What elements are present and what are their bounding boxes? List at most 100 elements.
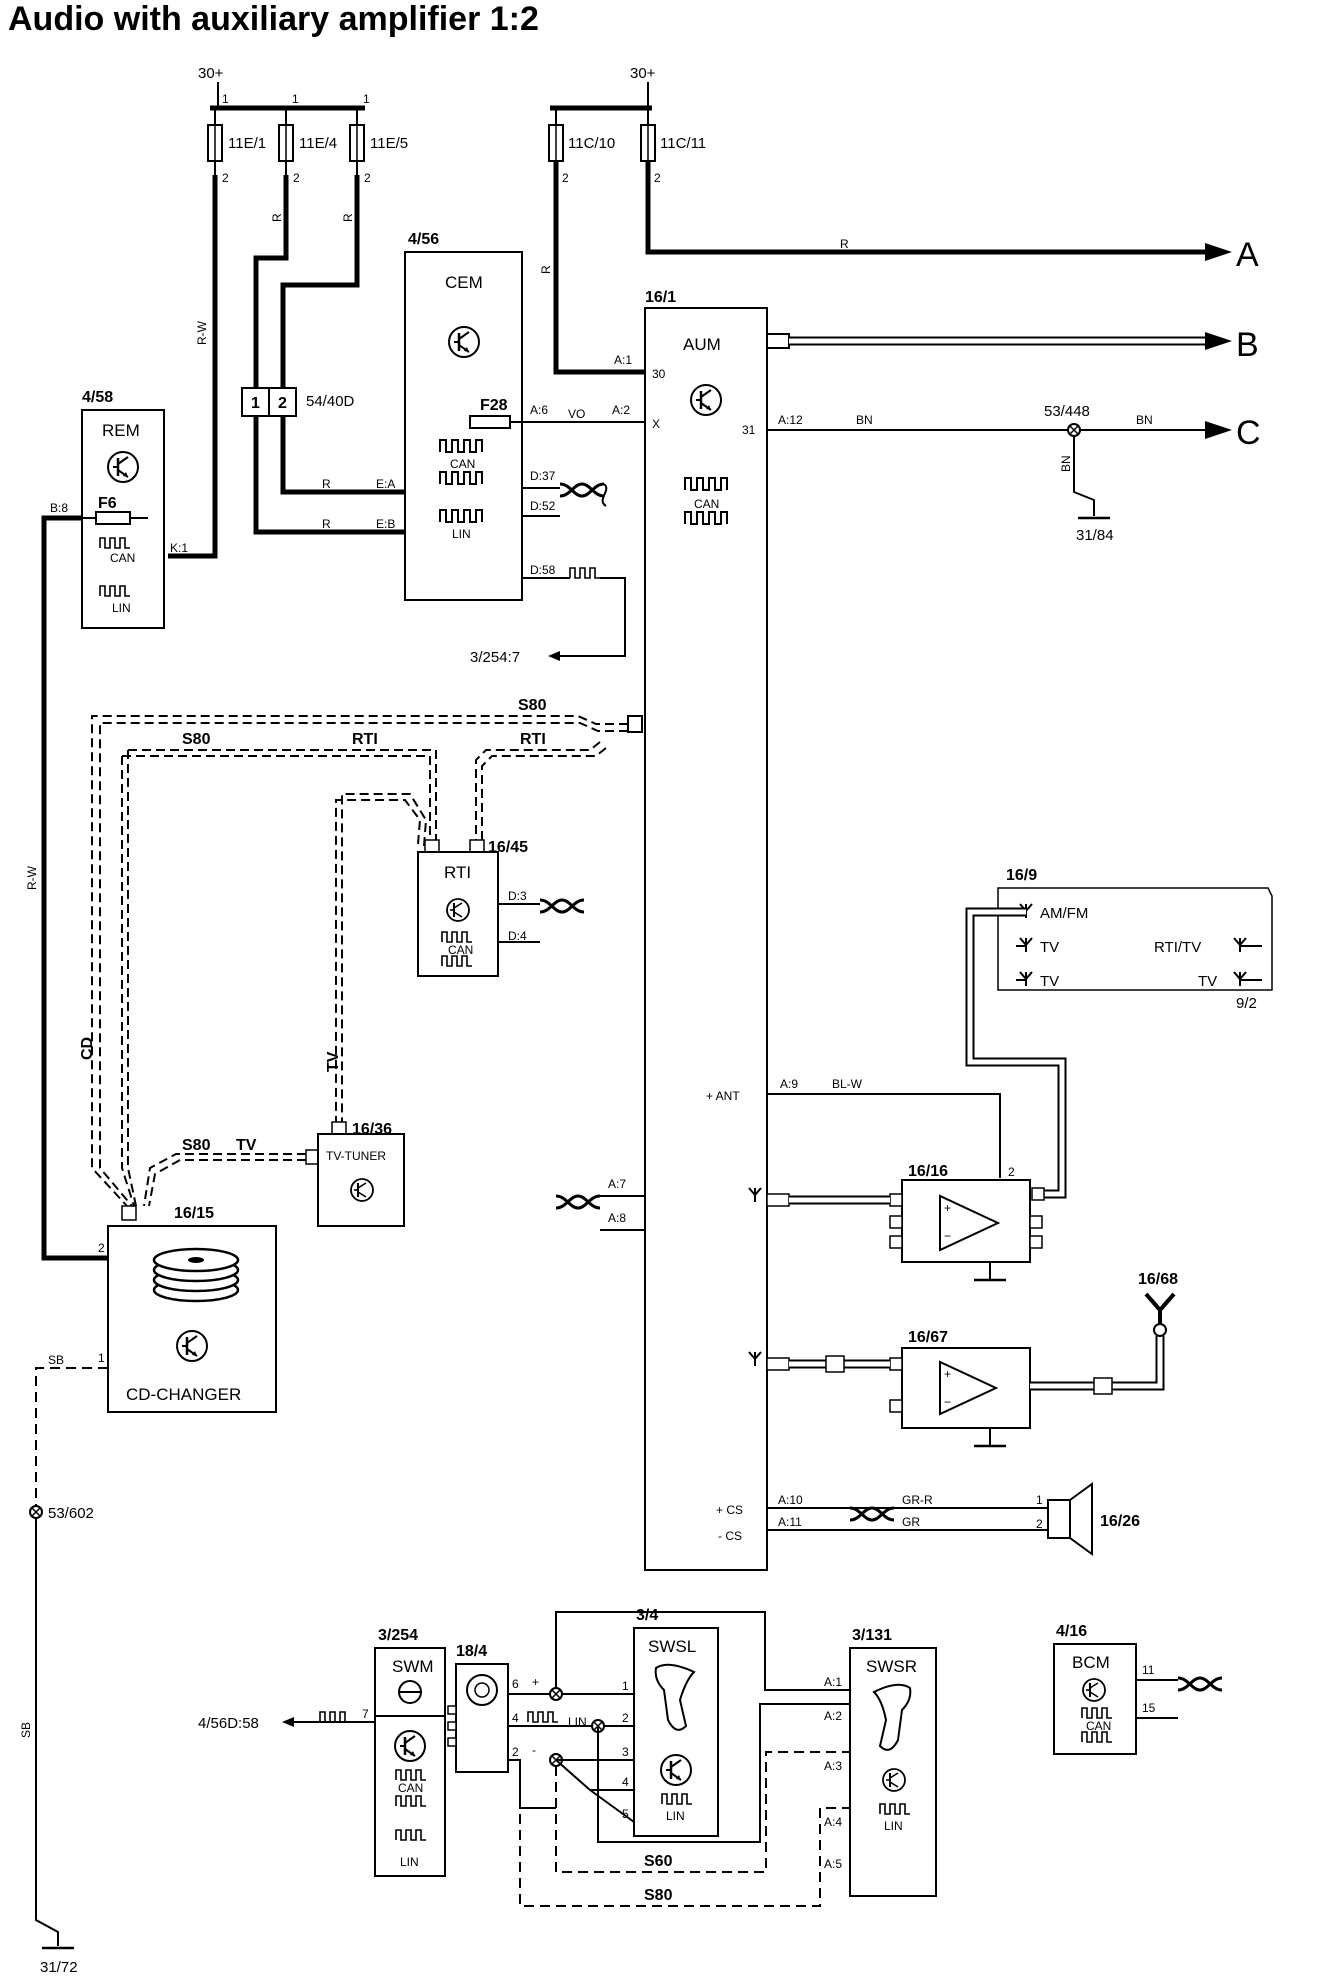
splice-53-448-icon [1067, 423, 1081, 437]
cem-can-twist-icon [558, 482, 606, 498]
wire-bn-label-3: BN [1059, 455, 1073, 472]
fuse-11e5-pin2: 2 [364, 171, 371, 185]
wire-sb-label-2: SB [19, 1722, 33, 1738]
swsl-transistor-icon [659, 1753, 693, 1787]
rti-can-label: CAN [448, 943, 473, 957]
wire-rw-label-2: R-W [25, 865, 39, 890]
amp1-id: 16/16 [908, 1163, 948, 1180]
wire-r-label-2: R [341, 213, 355, 222]
aum-name: AUM [683, 335, 721, 354]
rem-name: REM [102, 421, 140, 440]
cem-d58-pulse-icon [569, 567, 601, 579]
swsl-pin5: 5 [622, 1807, 629, 1821]
output-a: A [1236, 236, 1259, 274]
fuse-11e1-label: 11E/1 [228, 135, 266, 152]
clockspring-plus: + [532, 1675, 539, 1689]
wire-r-label-5: R [539, 265, 553, 274]
supply-right-label: 30+ [630, 65, 656, 82]
amplifier-16-16: 16/16 + − 2 [889, 1163, 1043, 1282]
rti-can-twist-icon [538, 898, 586, 914]
swm-id: 3/254 [378, 1627, 418, 1644]
swsr-pin-a5: A:5 [824, 1857, 842, 1871]
amp1-minus: − [944, 1229, 951, 1243]
aum-pin-30: 30 [652, 367, 666, 381]
antenna-tv1: TV [1040, 939, 1059, 956]
swsr-lin-icon [879, 1803, 911, 1815]
aum-pin-a11: A:11 [778, 1515, 802, 1529]
bcm-transistor-icon [1082, 1678, 1106, 1702]
clockspring-pin4: 4 [512, 1711, 519, 1725]
bus-s80-label-3: S80 [182, 1137, 211, 1154]
swsl-name: SWSL [648, 1637, 696, 1656]
amp2-minus: − [944, 1395, 951, 1409]
antenna-id: 16/9 [1006, 867, 1037, 884]
bus-rti-label-2: RTI [352, 731, 378, 748]
swsl-pin3: 3 [622, 1745, 629, 1759]
aum-can-label: CAN [694, 497, 719, 511]
swsr-lin-label: LIN [884, 1819, 903, 1833]
antenna-16-68: 16/68 [1138, 1271, 1178, 1288]
aum-pin-31: 31 [742, 423, 756, 437]
swsl-pin4: 4 [622, 1775, 629, 1789]
swsl-module: 3/4 SWSL LIN 1 2 3 4 5 [622, 1607, 719, 1837]
left-supply: 30+ 1 1 1 11E/1 11E/4 11E/5 2 2 2 [198, 65, 408, 185]
antenna-tv3: TV [1198, 973, 1217, 990]
swm-can-icon [395, 1769, 427, 1781]
ground-31-84: 31/84 [1076, 527, 1114, 544]
fuse-11e4-pin2: 2 [293, 171, 300, 185]
cem-pin-ea: E:A [376, 477, 395, 491]
amplifier-16-67: 16/67 + − [889, 1329, 1031, 1448]
swsl-pin2: 2 [622, 1711, 629, 1725]
antenna-tv2: TV [1040, 973, 1059, 990]
wire-sb-label-1: SB [48, 1353, 64, 1367]
swsl-id: 3/4 [636, 1607, 658, 1624]
rti-transistor-icon [446, 898, 470, 922]
wire-bn-label-2: BN [1136, 413, 1153, 427]
supply-left-label: 30+ [198, 65, 224, 82]
aum-mcs-label: - CS [718, 1529, 742, 1543]
cem-pin-eb: E:B [376, 517, 395, 531]
connector-54-40d-pin2: 2 [278, 395, 287, 412]
aum-pin-a12: A:12 [778, 413, 803, 427]
rti-name: RTI [444, 863, 471, 882]
rem-fuse-label: F6 [98, 495, 117, 512]
bcm-module: 4/16 BCM CAN 11 15 [1053, 1623, 1156, 1755]
wire-r-label-6: R [840, 237, 849, 251]
fuse-11c10-pin2: 2 [562, 171, 569, 185]
swm-lin-icon-2 [395, 1829, 427, 1841]
bus-cd-label: CD [79, 1037, 96, 1060]
cem-transistor-icon [447, 325, 481, 359]
swm-name: SWM [392, 1657, 434, 1676]
swm-transistor-icon [393, 1729, 427, 1763]
wire-r-label-3: R [322, 477, 331, 491]
aum-pin-a1: A:1 [614, 353, 632, 367]
bcm-can-icon-2 [1081, 1731, 1113, 1743]
cdchanger-pin2: 2 [98, 1241, 105, 1255]
cem-lin-label: LIN [452, 527, 471, 541]
rem-pin-k1: K:1 [170, 541, 188, 555]
speaker-pin2: 2 [1036, 1517, 1043, 1531]
ground-31-72: 31/72 [40, 1959, 78, 1976]
cdchanger-id: 16/15 [174, 1205, 214, 1222]
swm-lin-icon [395, 1795, 427, 1807]
swsr-pin-a2: A:2 [824, 1709, 842, 1723]
ref-3-254-7: 3/254:7 [470, 649, 520, 666]
rti-pin-d4: D:4 [508, 929, 527, 943]
splice-53-602: 53/602 [48, 1505, 94, 1522]
bcm-can-twist-icon [1176, 1676, 1224, 1692]
swsr-pin-a1: A:1 [824, 1675, 842, 1689]
clockspring-minus: - [532, 1743, 536, 1757]
rem-pin-b8: B:8 [50, 501, 68, 515]
connector-54-40d: 1 2 54/40D [241, 387, 355, 417]
rti-can-icon-2 [441, 955, 473, 967]
wire-bn-label-1: BN [856, 413, 873, 427]
fuse-11e1-pin2: 2 [222, 171, 229, 185]
cem-module: 4/56 CEM F28 CAN LIN E:A E:B A:6 D:37 D:… [376, 231, 556, 601]
swm-lin-label: LIN [400, 1855, 419, 1869]
antenna-amfm: AM/FM [1040, 905, 1088, 922]
cem-can-label: CAN [450, 457, 475, 471]
clockspring-pin6: 6 [512, 1677, 519, 1691]
speaker-twist-icon [848, 1506, 896, 1522]
wire-rw-label: R-W [195, 320, 209, 345]
rti-pin-d3: D:3 [508, 889, 527, 903]
